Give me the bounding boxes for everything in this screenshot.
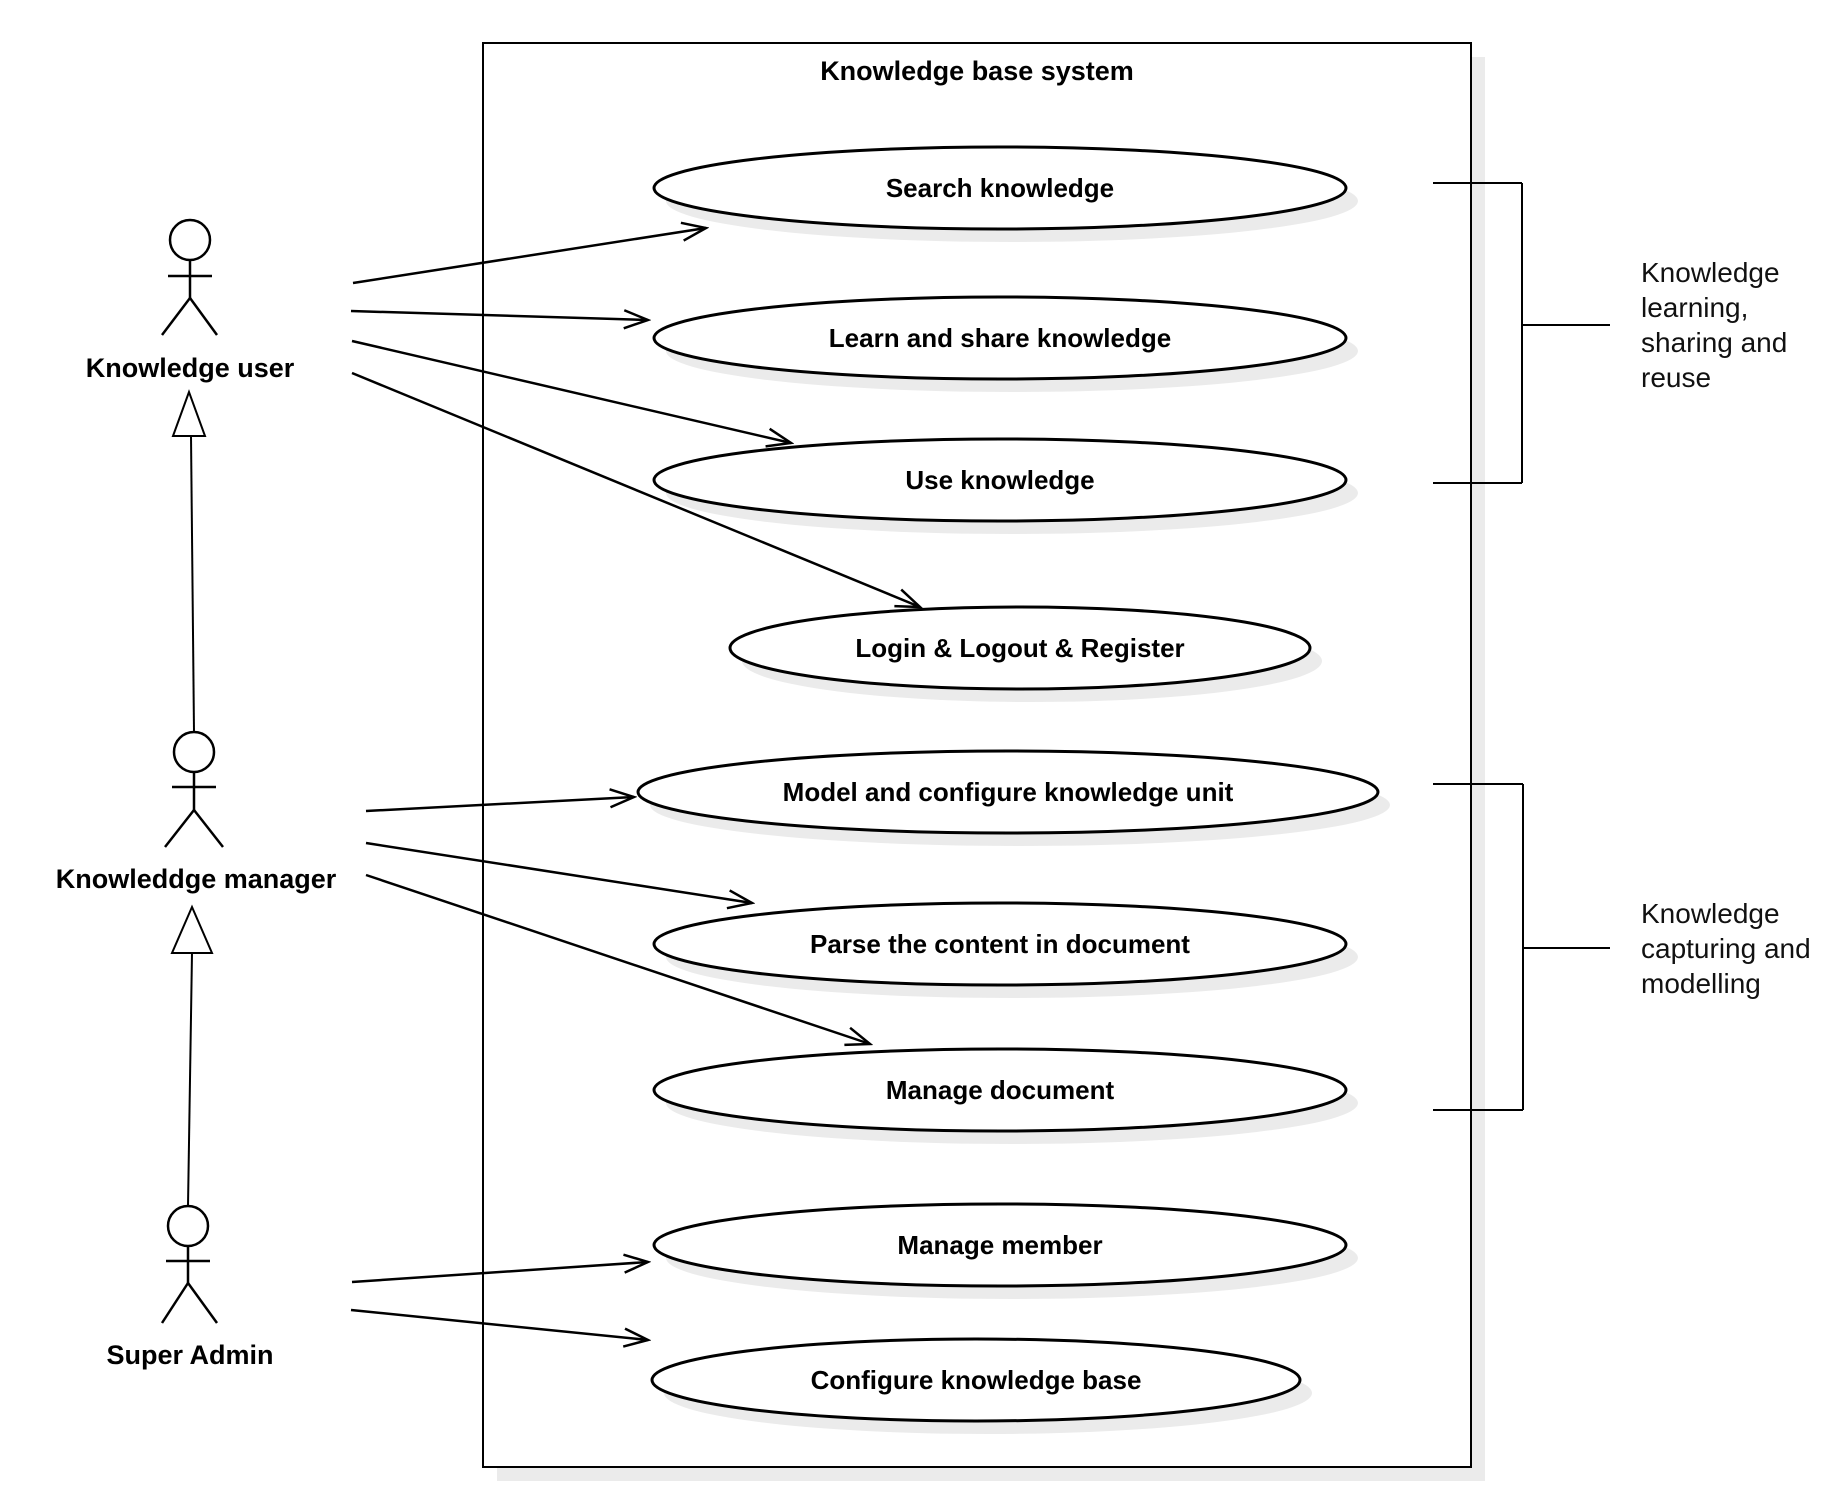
usecase-manage-document[interactable]: Manage document [652,1047,1358,1144]
association-user-learn [350,311,648,320]
stick-figure-icon [161,218,219,336]
associations [350,228,920,1340]
usecase-login-logout-register[interactable]: Login & Logout & Register [728,605,1322,702]
actor-knowledge-manager[interactable]: Knowleddge manager [56,730,337,894]
stick-figure-icon [164,730,224,848]
usecase-label: Parse the content in document [810,929,1190,959]
usecase-label: Login & Logout & Register [855,633,1184,663]
generalization-manager-to-user [171,389,207,733]
stick-figure-icon [160,1204,219,1324]
actor-knowledge-user[interactable]: Knowledge user [86,218,295,383]
usecase-label: Learn and share knowledge [829,323,1171,353]
association-user-login [351,371,920,607]
generalization-triangle-icon [170,904,214,954]
usecase-model-configure-unit[interactable]: Model and configure knowledge unit [636,749,1390,846]
usecase-configure-knowledge-base[interactable]: Configure knowledge base [650,1337,1312,1434]
usecase-label: Model and configure knowledge unit [783,777,1234,807]
association-user-search [352,228,706,285]
group-bracket-capturing: Knowledge capturing and modelling [1433,783,1818,1111]
usecase-label: Use knowledge [905,465,1094,495]
group-label-capturing: Knowledge capturing and modelling [1641,898,1818,999]
actor-label: Super Admin [106,1340,273,1370]
actor-label: Knowledge user [86,353,295,383]
association-admin-configure [350,1308,648,1340]
usecase-parse-content[interactable]: Parse the content in document [652,901,1358,998]
system-title: Knowledge base system [820,56,1134,86]
group-label-learning: Knowledge learning, sharing and reuse [1641,257,1795,393]
usecase-label: Configure knowledge base [811,1365,1142,1395]
usecase-manage-member[interactable]: Manage member [652,1202,1358,1299]
usecase-label: Manage document [886,1075,1115,1105]
group-bracket-learning: Knowledge learning, sharing and reuse [1433,182,1795,484]
actor-super-admin[interactable]: Super Admin [106,1204,274,1370]
generalization-admin-to-manager [170,904,214,1207]
usecase-learn-and-share[interactable]: Learn and share knowledge [652,295,1358,392]
generalization-triangle-icon [171,389,207,437]
association-user-use [351,339,791,443]
association-admin-member [351,1262,648,1284]
association-manager-parse [365,841,752,903]
association-manager-model [365,797,634,813]
usecase-search-knowledge[interactable]: Search knowledge [652,145,1358,242]
usecase-use-knowledge[interactable]: Use knowledge [652,437,1358,534]
actor-label: Knowleddge manager [56,864,337,894]
usecase-label: Search knowledge [886,173,1114,203]
association-manager-managedoc [365,873,870,1044]
usecase-label: Manage member [897,1230,1102,1260]
